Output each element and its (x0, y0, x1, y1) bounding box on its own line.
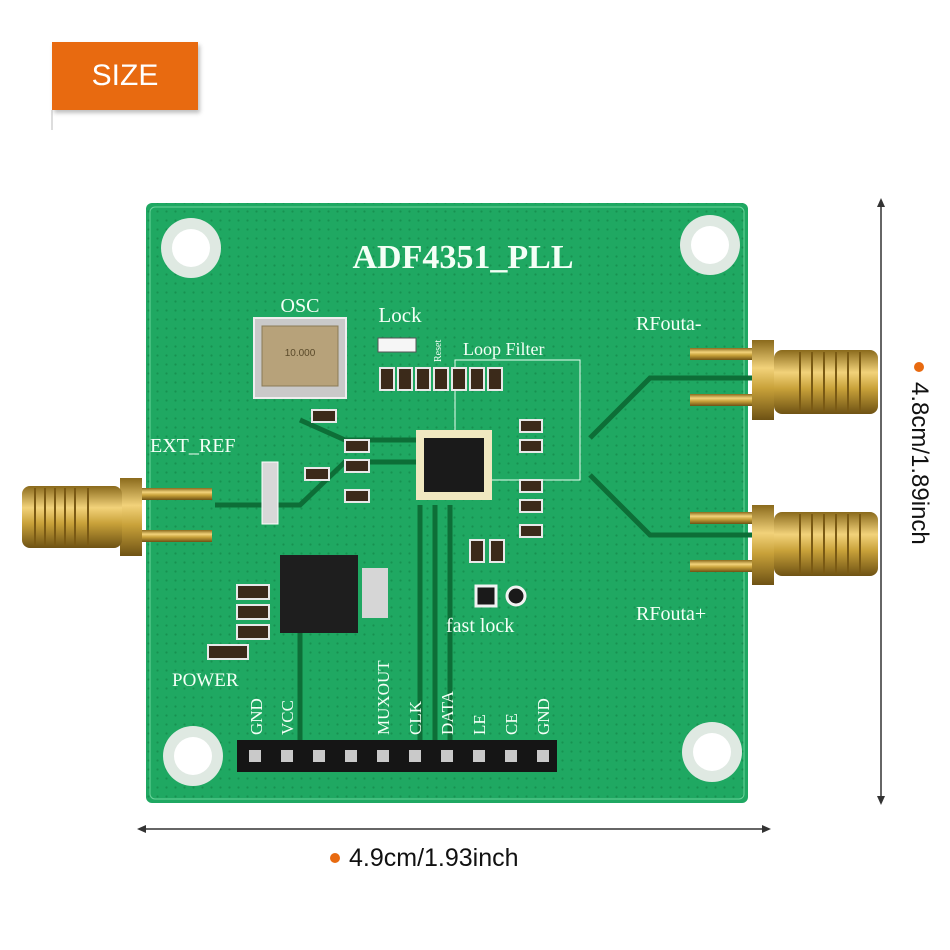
pin-label: GND (534, 698, 553, 735)
size-badge-label: SIZE (91, 59, 159, 92)
board-title: ADF4351_PLL (353, 239, 574, 276)
pin-label: VCC (278, 700, 297, 735)
mounting-hole (161, 218, 221, 278)
width-dimension-line (137, 825, 771, 833)
loop-filter-label: Loop Filter (463, 339, 545, 359)
pcb-traces (215, 375, 760, 740)
pin-label: LE (470, 714, 489, 735)
height-dimension-line (877, 198, 885, 805)
pin-label: CE (502, 713, 521, 735)
pin-label: DATA (438, 690, 457, 735)
smd-components (207, 367, 543, 660)
rfout-minus-label: RFouta- (636, 313, 702, 335)
sma-connector-ext-ref (22, 478, 212, 556)
pin-label: MUXOUT (374, 660, 393, 735)
lock-label: Lock (378, 303, 422, 327)
bullet-dot-icon (914, 362, 924, 372)
pin-label: CLK (406, 700, 425, 735)
adf4351-chip (416, 430, 492, 500)
sma-connector-rfout-minus (690, 340, 878, 420)
mounting-hole (680, 215, 740, 275)
oscillator-marking: 10.000 (285, 348, 316, 359)
pcb-board: 10.000 (146, 203, 760, 803)
fast-lock-label: fast lock (446, 615, 514, 637)
pin-header (237, 740, 557, 772)
sma-connector-rfout-plus (690, 505, 878, 585)
height-dimension-label: 4.8cm/1.89inch (906, 382, 933, 545)
size-badge: SIZE (52, 42, 198, 110)
width-dimension: 4.9cm/1.93inch (330, 842, 519, 874)
fast-lock-pads (474, 584, 527, 608)
pin-label: GND (247, 698, 266, 735)
power-label: POWER (172, 670, 239, 691)
bullet-dot-icon (330, 853, 340, 863)
width-dimension-label: 4.9cm/1.93inch (349, 843, 519, 872)
reset-label: Reset (433, 340, 444, 362)
mounting-hole (163, 726, 223, 786)
oscillator: 10.000 (253, 317, 347, 399)
osc-label: OSC (281, 295, 320, 317)
pin-labels: GND VCC MUXOUT CLK DATA LE CE GND (247, 660, 553, 735)
mounting-hole (682, 722, 742, 782)
height-dimension: 4.8cm/1.89inch (903, 362, 935, 545)
rfout-plus-label: RFouta+ (636, 603, 706, 625)
ext-ref-label: EXT_REF (150, 435, 236, 457)
voltage-regulator (280, 555, 388, 633)
